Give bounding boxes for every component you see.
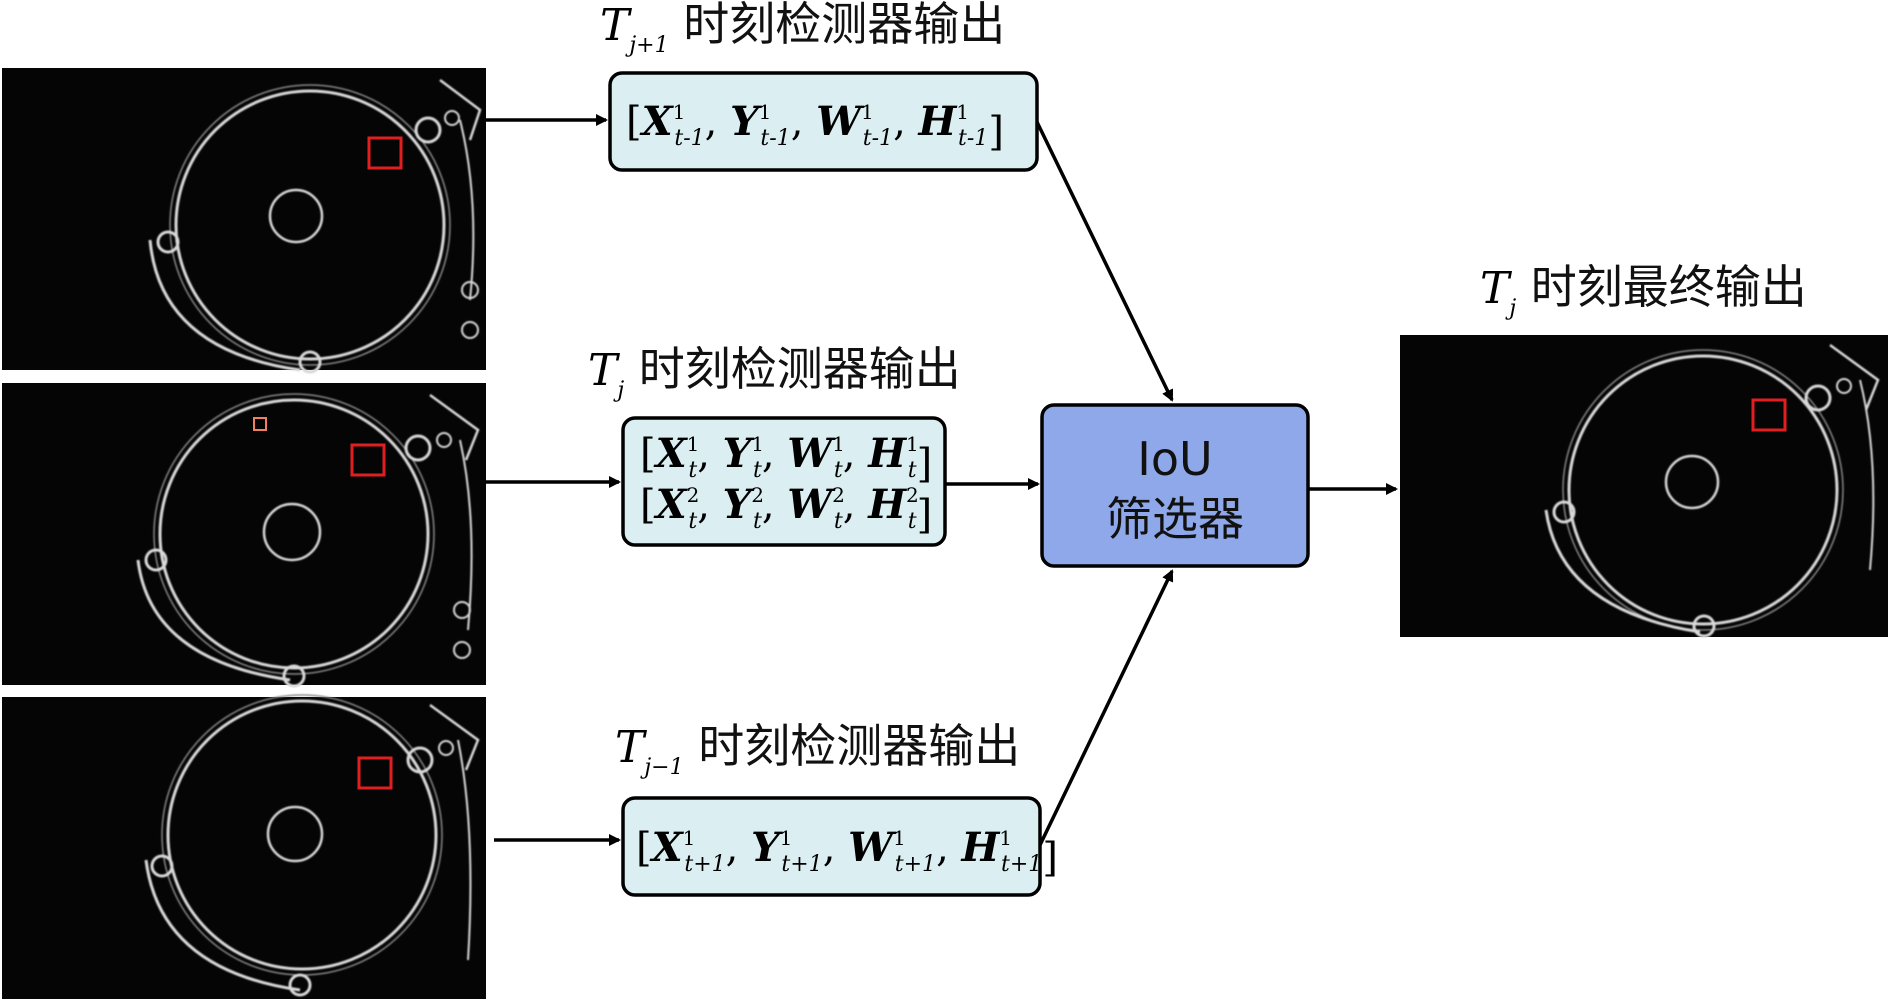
iou-filter-line2: 筛选器 [1106,492,1244,546]
detection-box-bottom [357,756,393,790]
arrows [486,114,1398,846]
arrow-top-tuple-to-iou [1035,121,1174,402]
label-top: Tj+1 时刻检测器输出 [600,0,1005,58]
detection-box-middle-small [253,417,267,431]
detection-box-top [367,136,403,170]
frame-image-bottom [2,694,486,999]
frame-image-top [2,68,486,374]
output-image [1400,335,1888,638]
tuple-box-middle [621,416,947,547]
label-bottom: Tj−1 时刻检测器输出 [615,719,1020,780]
label-output: Tj 时刻最终输出 [1480,260,1807,321]
label-middle: Tj 时刻检测器输出 [588,342,961,403]
detection-box-output [1751,398,1787,432]
arrow-bottom-tuple-to-iou [1038,569,1174,846]
tuple-box-top [608,71,1039,172]
tuple-box-bottom [621,796,1042,897]
frame-image-middle [2,383,486,688]
detection-box-middle [350,443,386,477]
iou-filter-box [1040,403,1310,568]
iou-filter-line1: IoU [1137,432,1212,486]
